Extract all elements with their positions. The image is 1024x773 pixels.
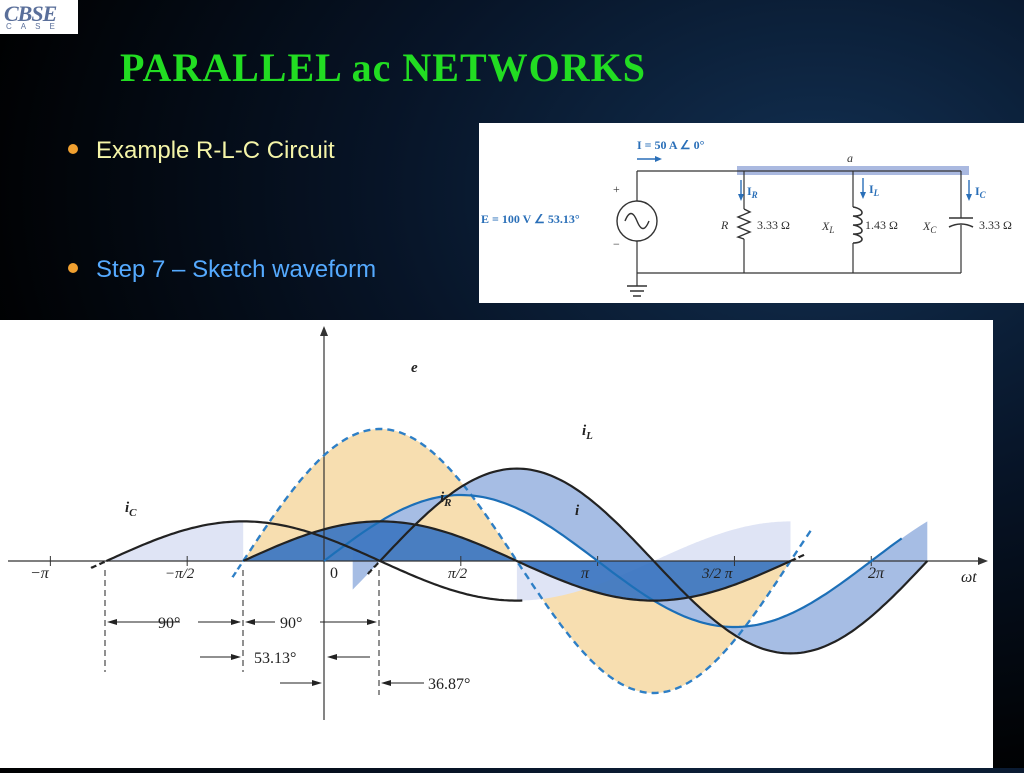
curve-il-extension [367, 560, 381, 575]
axes [8, 332, 980, 720]
il-label: IL [869, 182, 880, 198]
angle-label-90-left: 90° [158, 615, 180, 632]
tick-label-three-half-pi: 3/2 π [701, 566, 733, 582]
curve-label-i: i [575, 503, 580, 519]
node-label: a [847, 151, 853, 165]
bullet-item-1: Example R-L-C Circuit [68, 137, 335, 165]
angle-label-90-right: 90° [280, 615, 302, 632]
y-axis-arrow-icon [320, 326, 328, 336]
curve-e-extension [231, 560, 245, 578]
x-axis-label: ωt [961, 569, 977, 586]
curve-ir-extension [789, 553, 807, 562]
bullet-dot-icon [68, 143, 78, 154]
minus-sign: − [613, 237, 620, 251]
dimension-lines [104, 570, 424, 695]
bullet-text-2: Step 7 – Sketch waveform [96, 256, 377, 283]
logo: CBSE CASE [0, 0, 78, 34]
logo-text: CBSE [4, 1, 57, 26]
waveform-curves [90, 427, 929, 695]
angle-label-53: 53.13° [254, 650, 296, 667]
dimension-arrows [107, 619, 391, 686]
xl-label: XL [821, 219, 834, 235]
tick-label-neg-pi: −π [30, 565, 50, 582]
ic-label: IC [975, 184, 987, 200]
angle-label-36: 36.87° [428, 676, 470, 693]
curve-label-e: e [411, 360, 418, 376]
tick-label-half-pi: π/2 [448, 566, 468, 582]
r-value: 3.33 Ω [757, 218, 790, 232]
waveform-svg: 90° 90° 53.13° 36.87° −π −π/2 0 π/2 π 3/… [8, 326, 988, 720]
curve-ic [105, 520, 523, 602]
capacitor-icon [948, 217, 974, 228]
curve-ir [242, 520, 791, 602]
r-label: R [720, 218, 729, 232]
tick-label-neg-half-pi: −π/2 [165, 566, 195, 582]
curve-label-ir: iR [440, 490, 452, 509]
sine-glyph-icon [624, 212, 650, 230]
curve-label-il: iL [582, 423, 593, 442]
bullet-dot-icon [68, 262, 78, 273]
logo-subtext: CASE [6, 22, 64, 31]
xc-label: XC [922, 219, 937, 235]
current-arrows [637, 156, 972, 201]
circuit-diagram: I = 50 A ∠ 0° E = 100 V ∠ 53.13° + − a I… [479, 123, 1024, 303]
tick-label-zero: 0 [330, 565, 338, 582]
bullet-item-2: Step 7 – Sketch waveform [68, 256, 376, 284]
tick-label-pi: π [581, 565, 590, 582]
tick-label-two-pi: 2π [868, 565, 885, 582]
resistor-icon [736, 208, 752, 240]
ir-label: IR [747, 184, 758, 200]
source-voltage-label: E = 100 V ∠ 53.13° [481, 212, 580, 226]
circuit-wires [636, 170, 962, 286]
ground-icon [627, 285, 647, 297]
curve-il [379, 467, 929, 655]
xl-value: 1.43 Ω [865, 218, 898, 232]
x-axis-arrow-icon [978, 557, 988, 565]
source-current-label: I = 50 A ∠ 0° [637, 138, 705, 152]
waveform-diagram: 90° 90° 53.13° 36.87° −π −π/2 0 π/2 π 3/… [0, 320, 993, 768]
curve-label-ic: iC [125, 500, 137, 519]
circuit-svg: I = 50 A ∠ 0° E = 100 V ∠ 53.13° + − a I… [481, 138, 1012, 297]
inductor-icon [852, 206, 863, 244]
xc-value: 3.33 Ω [979, 218, 1012, 232]
bullet-text-1: Example R-L-C Circuit [96, 137, 335, 164]
plus-sign: + [613, 182, 620, 196]
curve-ic-extension [90, 560, 108, 569]
curve-e [242, 427, 815, 695]
slide-title: PARALLEL ac NETWORKS [120, 45, 646, 90]
curve-i [323, 493, 903, 629]
